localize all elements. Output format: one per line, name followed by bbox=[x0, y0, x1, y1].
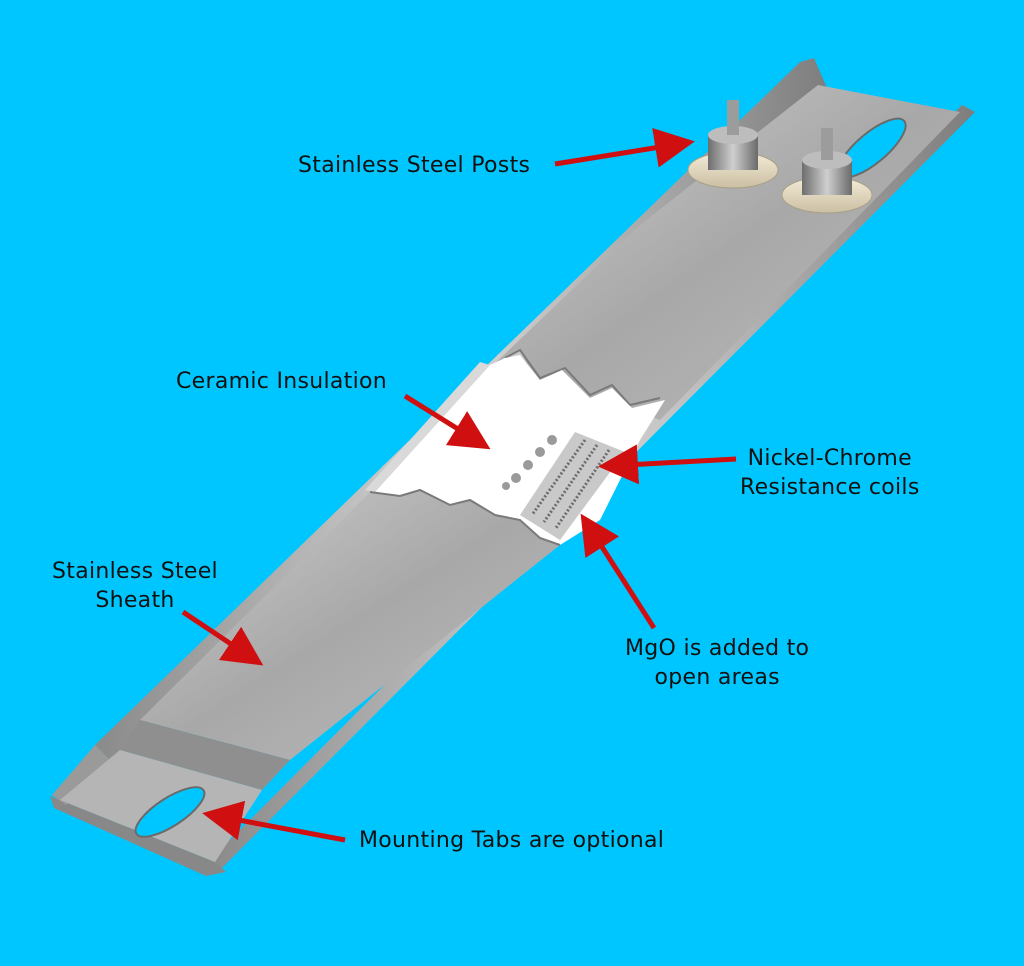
sheath-top-front bbox=[140, 488, 561, 760]
arrow-sheath bbox=[181, 609, 264, 666]
label-mounting-tabs: Mounting Tabs are optional bbox=[359, 828, 665, 853]
label-ceramic-insulation: Ceramic Insulation bbox=[176, 369, 388, 394]
label-nickel-chrome-coils: Nickel-Chrome Resistance coils bbox=[740, 444, 920, 502]
label-coils-line1: Nickel-Chrome bbox=[747, 446, 912, 471]
label-mgo-line2: open areas bbox=[654, 665, 780, 690]
label-sheath-line1: Stainless Steel bbox=[52, 559, 218, 584]
label-stainless-steel-posts: Stainless Steel Posts bbox=[298, 153, 531, 178]
arrow-insulation bbox=[403, 393, 491, 450]
arrow-mgo bbox=[580, 513, 657, 630]
label-sheath-line2: Sheath bbox=[95, 588, 175, 613]
label-mgo-line1: MgO is added to bbox=[625, 636, 810, 661]
arrow-tabs bbox=[202, 800, 346, 843]
arrow-coils bbox=[598, 444, 737, 485]
stainless-steel-post-2 bbox=[781, 128, 873, 214]
arrow-posts bbox=[554, 128, 695, 168]
label-stainless-steel-sheath: Stainless Steel Sheath bbox=[52, 557, 218, 615]
label-coils-line2: Resistance coils bbox=[740, 475, 920, 500]
stainless-steel-post-1 bbox=[687, 100, 779, 189]
label-mgo-added: MgO is added to open areas bbox=[625, 634, 809, 692]
ceramic-insulation-exposed bbox=[365, 355, 665, 545]
